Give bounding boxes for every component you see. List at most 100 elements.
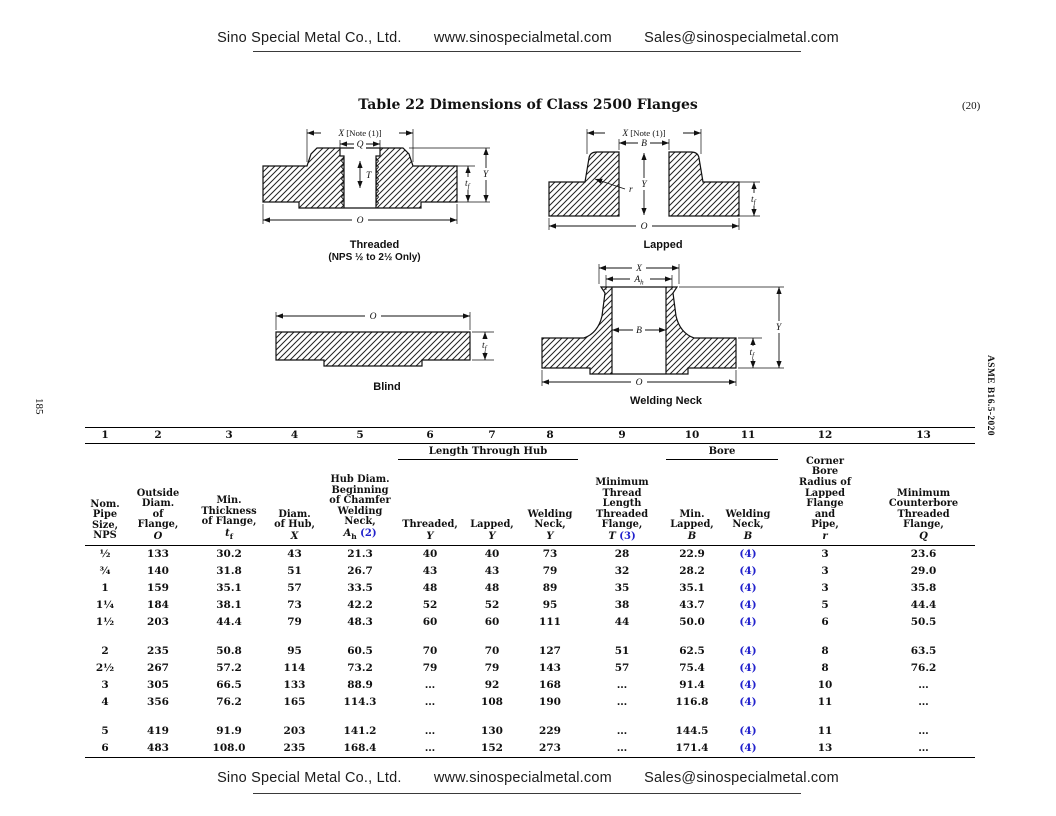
value-cell: (4)	[718, 739, 778, 758]
svg-text:tf: tf	[465, 179, 471, 191]
value-cell: 91.4	[679, 678, 705, 691]
col-num: 3	[191, 427, 267, 444]
group-header-length-through-hub: Length Through Hub	[398, 443, 578, 460]
value-cell: 140	[147, 565, 169, 578]
value-cell: 60.5	[347, 645, 373, 658]
welding-neck-caption: Welding Neck	[630, 395, 702, 407]
value-cell: …	[424, 678, 436, 691]
value-cell: 38	[614, 598, 630, 611]
dim-label-y: Y	[776, 323, 783, 333]
group-header-bore: Bore	[666, 443, 778, 460]
page-title: Table 22 Dimensions of Class 2500 Flange…	[358, 97, 698, 113]
dim-label-ah: A	[633, 275, 640, 285]
value-cell: 273	[522, 739, 578, 758]
col-header-label: Welding Neck,	[725, 508, 771, 531]
dim-label-o: O	[357, 216, 364, 226]
col-symbol: Q	[919, 531, 928, 542]
value-cell: 356	[147, 695, 169, 708]
value-cell: 32	[614, 565, 630, 578]
col-header-corner-radius: Corner Bore Radius of Lapped Flange and …	[778, 443, 872, 546]
value-cell: 10	[817, 678, 833, 691]
value-cell: 116.8	[675, 695, 709, 708]
value-cell: 40	[484, 548, 500, 561]
value-cell: 89	[542, 581, 558, 594]
value-cell: 203	[283, 725, 306, 738]
col-num: 6	[398, 427, 462, 444]
col-header-threaded-y: Threaded, Y	[398, 459, 462, 546]
dim-label-y: Y	[483, 170, 490, 180]
col-header-label: Min. Lapped,	[670, 508, 714, 531]
value-cell: 63.5	[910, 645, 937, 658]
value-cell: 159	[147, 581, 169, 594]
col-header-label: Min. Thickness of Flange,	[201, 495, 257, 528]
col-header-label: Minimum Thread Length Threaded Flange,	[595, 477, 649, 531]
value-cell: 11	[817, 695, 833, 708]
col-header-welding-neck-b: Welding Neck, B	[718, 459, 778, 546]
col-symbol-sub: h	[351, 532, 357, 541]
header-company: Sino Special Metal Co., Ltd.	[217, 30, 402, 46]
value-cell: (4)	[739, 615, 757, 628]
dim-label-b: B	[641, 139, 647, 149]
col-header-label: Outside Diam. of Flange,	[136, 487, 180, 531]
value-cell: 57	[614, 662, 630, 675]
value-cell: 75.4	[679, 662, 705, 675]
dim-label-tf-sub: f	[468, 183, 471, 191]
value-cell: 35.1	[679, 581, 705, 594]
value-cell: …	[616, 695, 628, 708]
nps-cell: 1¼	[95, 598, 115, 611]
col-num: 13	[872, 427, 975, 444]
blind-caption: Blind	[373, 381, 401, 393]
threaded-diagram: X[Note (1)] Q T O tf Y Threaded (NPS ½ t…	[252, 124, 497, 263]
value-cell: 79	[542, 565, 558, 578]
nps-cell: 1½	[95, 615, 115, 628]
value-cell: 43	[484, 565, 500, 578]
nps-cell: ½	[99, 548, 111, 561]
dim-label-tf: t	[465, 179, 468, 189]
threaded-drawing: X[Note (1)] Q T O tf Y	[262, 127, 491, 226]
value-cell: 92	[484, 678, 500, 691]
value-cell: 28.2	[679, 565, 705, 578]
value-cell: (4)	[739, 662, 757, 675]
value-cell: 190	[539, 695, 561, 708]
col-header-nps: Nom. Pipe Size, NPS	[85, 443, 125, 546]
value-cell: 60	[422, 615, 438, 628]
col-header-label: Hub Diam. Beginning of Chamfer Welding N…	[329, 474, 391, 528]
value-cell: (4)	[739, 725, 757, 738]
value-cell: 168	[539, 678, 561, 691]
lapped-diagram: X[Note (1)] B Y r tf O Lapped	[537, 124, 789, 251]
col-symbol: A	[343, 528, 352, 539]
value-cell: 66.5	[216, 678, 242, 691]
value-cell: …	[918, 678, 929, 691]
value-cell: 130	[481, 725, 503, 738]
group-gap-row	[85, 710, 975, 723]
value-cell: 38.1	[216, 598, 242, 611]
header-rule	[253, 51, 801, 52]
value-cell: 141.2	[343, 725, 377, 738]
col-num: 8	[522, 427, 578, 444]
value-cell: 52	[484, 598, 500, 611]
value-cell: 3	[821, 565, 829, 578]
value-cell: 50.0	[679, 615, 705, 628]
col-header-label: Diam. of Hub,	[274, 508, 315, 531]
svg-text:tf: tf	[751, 195, 757, 207]
nps-cell: 3	[101, 678, 109, 691]
col-header-label: Nom. Pipe Size, NPS	[90, 498, 120, 542]
leader-line-r	[594, 178, 625, 190]
dim-label-r: r	[629, 185, 633, 195]
col-num: 5	[322, 427, 398, 444]
value-cell: 44.4	[910, 598, 937, 611]
nps-cell: 4	[101, 695, 109, 708]
value-cell: 483	[125, 739, 191, 758]
dim-label-ah-sub: h	[640, 279, 644, 287]
col-header-welding-neck-y: Welding Neck, Y	[522, 459, 578, 546]
dim-label-tf: t	[751, 195, 754, 205]
group-gap-row	[85, 630, 975, 643]
value-cell: 48.3	[347, 615, 373, 628]
value-cell: 108	[481, 695, 503, 708]
value-cell: 43	[422, 565, 438, 578]
